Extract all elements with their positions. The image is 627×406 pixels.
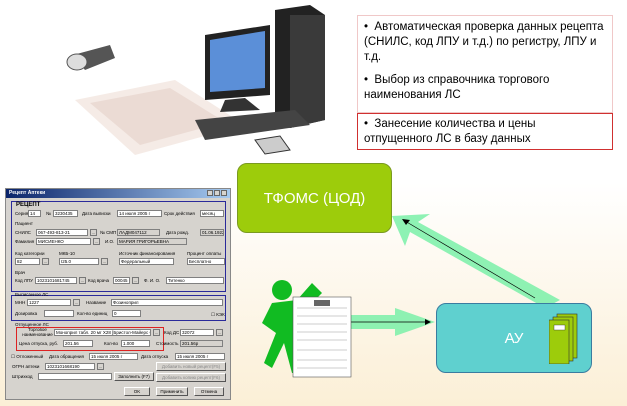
release-date-label: Дата отпуска	[141, 354, 169, 359]
document-stack-icon	[549, 313, 578, 364]
funding-select[interactable]: Федеральный	[119, 258, 174, 265]
mkb-label: МКБ-10	[59, 251, 75, 256]
lpu-lookup-button[interactable]: …	[79, 277, 86, 284]
mkb-field[interactable]: I25.0	[59, 258, 99, 265]
inn-lookup-button[interactable]: …	[73, 299, 80, 306]
kek-checkbox[interactable]: ☐ КЭК	[211, 312, 225, 317]
number-label: №	[46, 211, 51, 216]
number-field[interactable]: 3230435	[53, 210, 78, 217]
mkb-lookup-button[interactable]: …	[101, 258, 108, 265]
patient-label: Пациент	[15, 221, 33, 226]
snils-lookup-button[interactable]: …	[90, 229, 97, 236]
drug-name-field[interactable]: Фозиноприл	[111, 299, 223, 306]
scanner-computer-illustration	[66, 5, 325, 155]
series-field[interactable]: 14	[28, 210, 41, 217]
surname-lookup-button[interactable]: …	[93, 238, 100, 245]
doctor-name-field[interactable]: Титенко	[166, 277, 224, 284]
price-field[interactable]: 201.56	[63, 340, 93, 347]
appeal-date-label: Дата обращения	[49, 354, 84, 359]
minimize-button[interactable]	[207, 190, 213, 196]
prescribed-drug-label: Выписанное ЛС	[15, 292, 49, 297]
drug-name-label: Название	[86, 300, 107, 305]
cost-field: 201.56р	[180, 340, 223, 347]
quantity-field[interactable]: 1.000	[121, 340, 150, 347]
cancel-button[interactable]: Отмена	[194, 387, 224, 396]
funding-label: Источник финансирования	[119, 251, 176, 256]
lpu-field[interactable]: 1023101681745	[35, 277, 77, 284]
surname-label: Фамилия	[15, 239, 35, 244]
add-copy-prescription-button[interactable]: Добавить копию рецепт(F6)	[156, 373, 226, 382]
prescription-header: РЕЦЕПТ	[16, 202, 41, 208]
prescribed-drug-group	[11, 295, 226, 321]
appeal-date-picker[interactable]: 15 июля 2005 г	[89, 353, 138, 360]
fill-button[interactable]: Заполнить (F7)	[114, 372, 154, 381]
doctor-label: Врач	[15, 270, 26, 275]
units-label: Кол-во единиц	[77, 311, 108, 316]
person-with-prescription-icon	[262, 280, 352, 378]
doctor-name-label: Ф. И. О.	[144, 278, 161, 283]
ds-lookup-button[interactable]: …	[216, 329, 223, 336]
lpu-label: Код ЛПУ	[15, 278, 33, 283]
pay-select[interactable]: Бесплатно	[187, 258, 225, 265]
dosage-label: Дозировка	[15, 311, 38, 316]
smp-field: ЛАДМ047112	[117, 229, 160, 236]
dosage-field[interactable]	[44, 310, 74, 317]
tfoms-node: ТФОМС (ЦОД)	[237, 163, 392, 233]
quantity-label: Кол-во	[104, 341, 118, 346]
trade-name-lookup-button[interactable]: …	[153, 329, 160, 336]
window-titlebar: Рецепт Аптеки	[6, 189, 230, 198]
pay-label: Процент оплаты	[187, 251, 222, 256]
series-label: Серия	[15, 211, 29, 216]
io-field: МАРИЯ ГРИГОРЬЕВНА	[117, 238, 187, 245]
issue-date-label: Дата выписки	[82, 211, 111, 216]
price-label: Цена отпуска, руб.	[19, 341, 59, 346]
category-label: Код категории	[15, 251, 45, 256]
category-field[interactable]: 82	[15, 258, 40, 265]
ogrn-field[interactable]: 1023101668190	[45, 363, 95, 370]
dob-field: 01.06.1922	[200, 229, 224, 236]
snils-field[interactable]: 067-493-813-21	[36, 229, 88, 236]
add-new-prescription-button[interactable]: Добавить новый рецепт(F5)	[156, 362, 226, 371]
prescription-window: Рецепт Аптеки РЕЦЕПТ Серия 14 № 3230435 …	[5, 188, 231, 400]
deferred-checkbox[interactable]: ☐ Отложенный	[11, 354, 44, 359]
surname-field[interactable]: МИСИЕНКО	[36, 238, 91, 245]
ok-button[interactable]: OK	[124, 387, 150, 396]
trade-name-field[interactable]: Моноприл табл. 20 мг Х28 [Бристол-Майерс…	[54, 329, 151, 336]
category-lookup-button[interactable]: …	[42, 258, 49, 265]
smp-label: № СМП	[100, 230, 117, 235]
ds-code-field[interactable]: 32072	[180, 329, 214, 336]
doctor-lookup-button[interactable]: …	[132, 277, 139, 284]
inn-field[interactable]: 1227	[27, 299, 71, 306]
issue-date-picker[interactable]: 14 июля 2005 г	[117, 210, 162, 217]
info-bullet-2: • Выбор из справочника торгового наимено…	[364, 74, 550, 101]
ds-code-label: Код ДС	[164, 330, 180, 335]
apply-button[interactable]: Применить	[156, 387, 188, 396]
info-box: • Автоматическая проверка данных рецепта…	[357, 15, 613, 113]
validity-label: Срок действия	[164, 211, 195, 216]
arrow-to-tfoms	[392, 214, 560, 308]
barcode-label: Штрихкод	[12, 374, 33, 379]
validity-select[interactable]: месяц	[200, 210, 224, 217]
dispensed-drug-highlight	[16, 327, 164, 351]
release-date-picker[interactable]: 15 июля 2005 г	[175, 353, 225, 360]
inn-label: МНН	[15, 300, 26, 305]
info-highlight-box: • Занесение количества и цены отпущенног…	[357, 113, 613, 150]
doctor-code-label: Код врача	[88, 278, 110, 283]
close-button[interactable]	[221, 190, 227, 196]
io-label: И.О.	[105, 239, 115, 244]
info-bullet-1: • Автоматическая проверка данных рецепта…	[364, 21, 604, 63]
trade-name-label: Торговое наименование	[22, 327, 53, 337]
ogrn-lookup-button[interactable]: …	[97, 363, 104, 370]
cost-label: Стоимость	[156, 341, 179, 346]
doctor-code-field[interactable]: 00045	[113, 277, 130, 284]
ogrn-label: ОГРН аптеки	[12, 364, 40, 369]
dob-label: Дата рожд.	[166, 230, 190, 235]
dispensed-drug-label: Отпущенное ЛС	[15, 322, 49, 327]
maximize-button[interactable]	[214, 190, 220, 196]
snils-label: СНИЛС	[15, 230, 31, 235]
barcode-field[interactable]	[38, 373, 112, 380]
units-field[interactable]: 0	[112, 310, 141, 317]
prescription-group	[11, 201, 226, 292]
